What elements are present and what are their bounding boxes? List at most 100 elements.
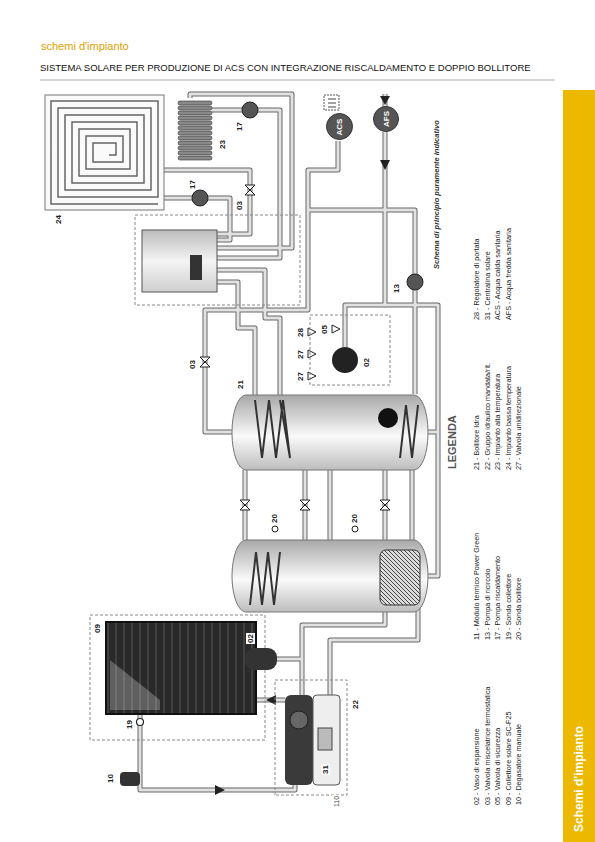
radiator-column (178, 111, 212, 115)
plant-illustration (40, 90, 560, 810)
shower-icon-part (328, 107, 336, 108)
callout-number: 23 (218, 139, 227, 150)
circle-label: ACS (335, 119, 344, 136)
legend-item: AFS - Acqua fredda sanitaria (504, 228, 513, 320)
legend-item: 20 - Sonda bollitore (514, 578, 523, 640)
section-heading: schemi d'impianto (40, 40, 130, 53)
pipe-inner (411, 470, 414, 540)
floor-coil (51, 101, 158, 204)
solar-station-part (285, 695, 313, 785)
page-number: 110 (332, 795, 341, 808)
pipe-inner (140, 714, 295, 790)
pipes-part (164, 170, 250, 215)
legend-item: 03 - Valvola miscelatrice termostatica (483, 686, 492, 805)
pipe-inner (329, 470, 332, 540)
pipe-inner (308, 210, 415, 394)
callout-number: 17 (188, 179, 197, 190)
solar-station-part (275, 680, 347, 795)
boiler-module (135, 215, 300, 305)
solar-station-part (313, 695, 340, 785)
solar-expansion-vessel (245, 648, 277, 670)
solar-collector-part (90, 615, 265, 740)
solar-station (275, 680, 347, 795)
pipes-part (410, 470, 415, 540)
floor-heating (45, 95, 164, 210)
pipe-inner (217, 215, 230, 240)
valves-part (200, 357, 210, 367)
radiator-column (178, 116, 212, 120)
callout-number: 13 (392, 283, 401, 294)
legend-item: 13 - Pompa di ricircolo (483, 568, 492, 640)
boiler-module-part (135, 215, 300, 305)
tank-idra-part (400, 405, 418, 458)
pipe-inner (217, 215, 292, 248)
pipe-inner (205, 141, 338, 432)
boiler-module-part (142, 230, 217, 292)
degasser (120, 772, 140, 786)
shower-icon (324, 95, 339, 110)
tank-solar-part (250, 552, 280, 605)
floor-heating-part (45, 95, 164, 210)
legend-item: ACS - Acqua calda sanitaria (493, 231, 502, 321)
degasser-part (120, 772, 140, 786)
pipe-inner (212, 110, 280, 215)
valves (200, 185, 390, 510)
legend-item: 02 - Vaso di espansione (472, 728, 481, 805)
valves-part (308, 350, 316, 358)
side-tab: Schemi d'impianto (563, 90, 595, 842)
callout-number: 22 (351, 699, 360, 710)
callout-number: 09 (93, 623, 102, 634)
legend-item: 23 - Impianto alta temperatura (493, 374, 502, 470)
callout-number: 24 (54, 214, 63, 225)
pipes-part (217, 215, 280, 258)
callout-number: 27 (296, 371, 305, 382)
pipes-part (385, 132, 438, 576)
solar-station-part (290, 711, 308, 729)
pipe-inner (385, 132, 438, 576)
pipe-inner (330, 606, 418, 695)
tank-solar (232, 540, 428, 612)
tank-probes-part (352, 526, 358, 532)
shower-icon-part (328, 103, 336, 104)
radiator-column (178, 151, 212, 155)
legend-item: 21 - Bollitore Idra (472, 415, 481, 470)
legend-item: 24 - Impianto bassa temperatura (504, 366, 513, 470)
legend-item: 31 - Centralina solare (483, 251, 492, 320)
tank-idra-part (255, 400, 290, 458)
tank-probes-part (272, 526, 278, 532)
valves-part (300, 500, 310, 510)
valves-part (308, 328, 316, 336)
pipe-inner (164, 170, 250, 215)
shower-icon-part (328, 99, 336, 100)
recirculation-group (310, 315, 390, 385)
valves-part (380, 500, 390, 510)
pipes-part (345, 305, 385, 347)
tank-idra-part (378, 408, 398, 428)
flow-arrows-part (380, 160, 390, 170)
tank-solar-part (380, 550, 420, 605)
callout-number: 20 (350, 513, 359, 524)
legend-item: 09 - Collettore solare SC-F25 (504, 712, 513, 805)
pumps-part (192, 190, 208, 206)
radiator-column (178, 101, 212, 105)
pipes-part (330, 606, 418, 695)
callout-number: 28 (296, 327, 305, 338)
tank-idra (232, 395, 428, 470)
legend-item: 22 - Gruppo idraulico mandata/rit. (483, 363, 492, 470)
flow-arrows-part (215, 785, 225, 795)
pipe-inner (302, 606, 385, 695)
legend-item: 19 - Sonda collettore (504, 574, 513, 640)
radiator-column (178, 106, 212, 110)
callout-number: 20 (270, 513, 279, 524)
tab-label: Schemi d'impianto (572, 726, 586, 832)
valves-part (332, 325, 340, 333)
callout-number: 21 (236, 379, 245, 390)
water-circle: ACS (326, 114, 353, 141)
radiator-column (178, 121, 212, 125)
recirculation-group-part (332, 347, 358, 373)
note-text: Schema di principio puramente indicativo (432, 119, 441, 270)
boiler-module-part (190, 255, 202, 280)
pipes-part (277, 657, 302, 662)
header-rule (40, 80, 555, 81)
callout-number: 02 (246, 633, 255, 644)
